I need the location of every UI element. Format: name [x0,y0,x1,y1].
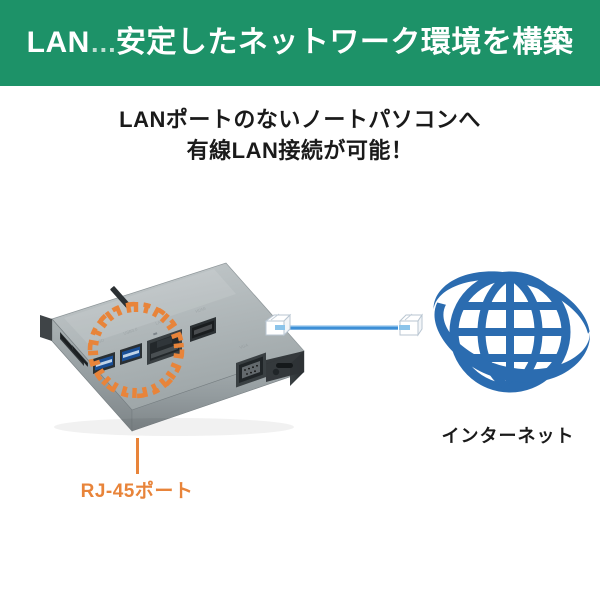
subtitle-line-1: LANポートのないノートパソコンへ [119,107,481,132]
header-title-ellipsis: … [89,28,117,58]
vga-port-visible [236,352,266,388]
header-title-main: LAN [26,26,90,59]
usb-c-docking-station-image: SD USB3.0 LAN HDMI VGA [4,255,314,455]
page-title: LAN…安定したネットワーク環境を構築 [27,28,574,58]
sd-card-slot [110,286,131,308]
rj45-callout-label: RJ-45ポート [80,481,194,502]
svg-text:SD: SD [98,337,105,344]
svg-text:HDMI: HDMI [195,306,207,314]
usb-c-port [276,363,293,368]
subtitle-line-2: 有線LAN接続が可能！ [186,138,414,163]
internet-globe-icon [420,252,595,417]
usb-a-port-1 [93,352,115,374]
hdmi-port [190,317,216,342]
svg-text:USB3.0: USB3.0 [123,326,139,336]
header-title-rest: 安定したネットワーク環境を構築 [115,26,574,59]
cable-body [288,325,398,330]
rj45-connector-left [264,313,292,337]
globe-orbit-swoosh [433,271,590,383]
subtitle-block: LANポートのないノートパソコンへ 有線LAN接続が可能！ [0,104,600,166]
audio-jack-port [272,368,280,376]
internet-label: インターネット [441,426,575,446]
microsd-card-slot [72,345,88,367]
rj45-highlight-circle [87,301,185,399]
illustration-scene: SD USB3.0 LAN HDMI VGA [0,200,600,530]
globe-meridian-left [477,272,513,392]
dock-left-endcap [40,315,52,341]
dock-silkscreen-labels: SD USB3.0 LAN HDMI VGA [98,306,249,350]
rj45-highlight-ticks [87,302,184,399]
rj45-connector-right [398,313,423,337]
rj45-callout-leader-line [136,438,139,474]
svg-text:VGA: VGA [239,342,249,350]
lan-cable [262,308,423,350]
header-banner: LAN…安定したネットワーク環境を構築 [0,0,600,86]
svg-text:LAN: LAN [155,319,164,326]
usb-a-port-2 [120,343,142,365]
